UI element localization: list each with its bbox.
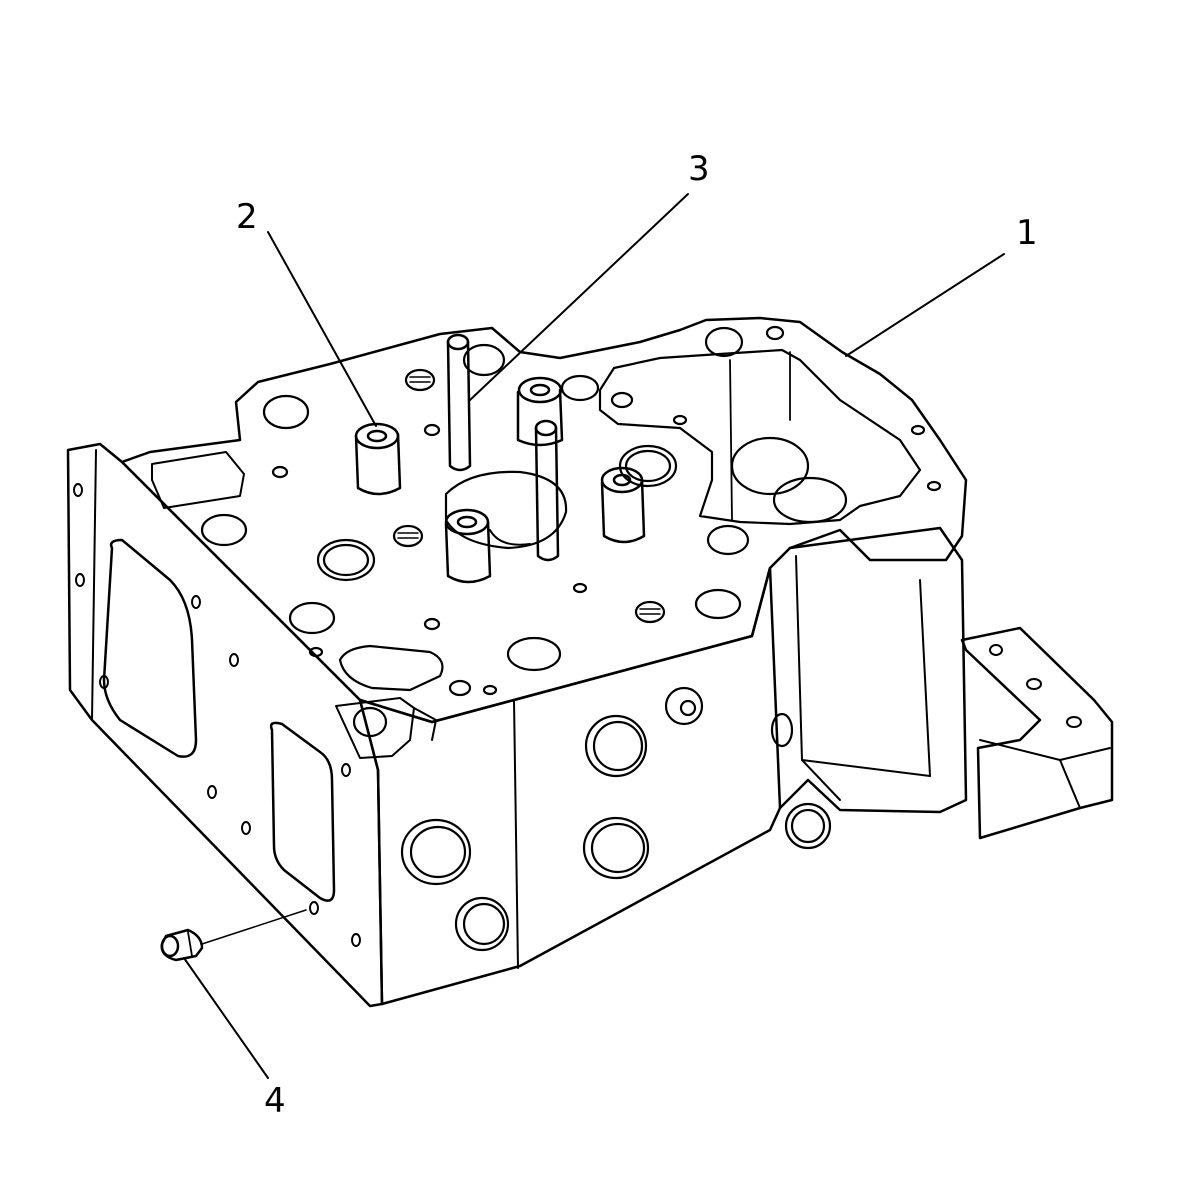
front-face-holes [336,688,830,950]
leader-4 [184,958,268,1078]
leader-2 [268,232,376,426]
top-deck [122,318,966,722]
leader-3 [470,194,688,400]
callout-2: 2 [236,197,258,237]
top-deck-holes [202,327,940,695]
cylinder-head-body [68,318,1112,1006]
callout-3: 3 [688,149,710,189]
right-flange [962,628,1112,838]
left-face-bolt-holes [74,484,360,946]
exhaust-ports [104,540,334,901]
part-2-sleeves [356,378,644,582]
rocker-cavity [600,350,920,524]
front-face [360,568,780,1004]
right-flange-holes [990,645,1081,727]
leader-1 [846,254,1004,356]
part-4-plug [162,910,306,960]
exhaust-port-upper [104,540,196,757]
part-3-pins [448,335,558,560]
left-face [68,444,382,1006]
callout-1: 1 [1016,213,1038,253]
end-casting [780,528,966,812]
leader-lines [184,194,1004,1078]
callout-4: 4 [264,1081,286,1121]
exhaust-port-lower [271,723,334,901]
